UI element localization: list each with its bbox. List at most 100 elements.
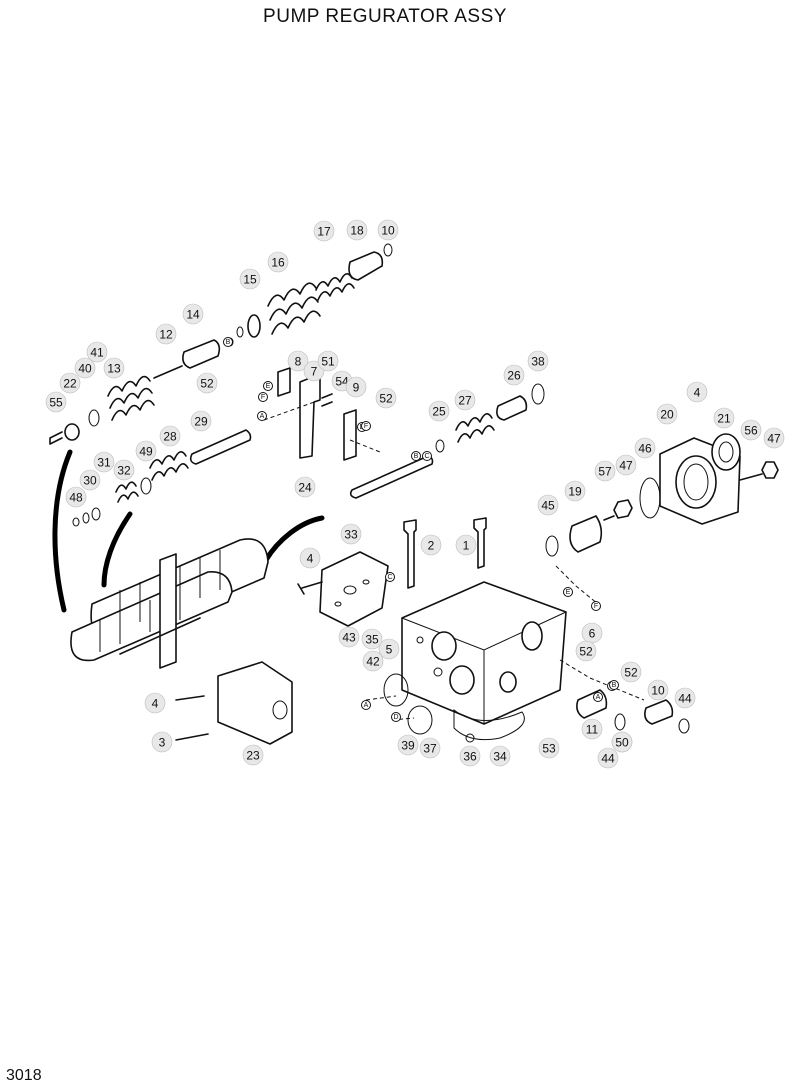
part-callout-label: 27 <box>458 394 472 408</box>
part-callout-label: 44 <box>601 752 615 766</box>
part-callout-label: 4 <box>307 552 314 566</box>
oring-part-10-top <box>383 243 393 257</box>
part-callout-5: 5 <box>378 638 400 660</box>
leader-line <box>559 659 645 701</box>
part-callout-label: 10 <box>651 684 665 698</box>
part-callout-36: 36 <box>459 745 481 767</box>
part-callout-22: 22 <box>59 372 81 394</box>
part-callout-31: 31 <box>93 451 115 473</box>
part-callout-57: 57 <box>594 460 616 482</box>
part-callout-44: 44 <box>597 747 619 769</box>
part-callout-6: 6 <box>581 622 603 644</box>
part-callout-15: 15 <box>239 268 261 290</box>
part-callout-53: 53 <box>538 737 560 759</box>
part-callout-label: 41 <box>90 346 104 360</box>
part-callout-32: 32 <box>113 459 135 481</box>
leader-line <box>263 399 381 453</box>
part-callout-4: 4 <box>144 692 166 714</box>
part-callout-34: 34 <box>489 745 511 767</box>
part-callout-label: 13 <box>107 362 121 376</box>
part-callout-35: 35 <box>361 628 383 650</box>
part-callout-label: 48 <box>69 491 83 505</box>
reference-letter-c: C <box>385 572 395 582</box>
part-callout-label: 26 <box>507 369 521 383</box>
bolt-part-1 <box>473 517 487 569</box>
part-callout-label: 3 <box>159 736 166 750</box>
part-callout-label: 19 <box>568 485 582 499</box>
part-callout-43: 43 <box>338 626 360 648</box>
part-callout-label: 17 <box>317 225 331 239</box>
svg-text:F: F <box>364 423 368 430</box>
part-callout-label: 32 <box>117 464 131 478</box>
part-callout-label: 2 <box>428 539 435 553</box>
part-callout-label: 49 <box>139 445 153 459</box>
part-callout-label: 12 <box>159 328 173 342</box>
part-callout-2: 2 <box>420 534 442 556</box>
part-callout-label: 9 <box>353 381 360 395</box>
oring-part-42 <box>383 673 409 707</box>
part-callout-label: 42 <box>366 655 380 669</box>
part-callout-label: 29 <box>194 415 208 429</box>
part-callout-label: 33 <box>344 528 358 542</box>
part-callout-label: 52 <box>579 645 593 659</box>
part-callout-label: 46 <box>638 442 652 456</box>
reference-letter-b: B <box>411 451 421 461</box>
part-callout-14: 14 <box>182 303 204 325</box>
part-callout-37: 37 <box>419 737 441 759</box>
part-callout-label: 34 <box>493 750 507 764</box>
part-callout-10: 10 <box>647 679 669 701</box>
bolt-part-4-plate <box>297 581 323 595</box>
svg-text:F: F <box>594 603 598 610</box>
cap-part-18 <box>348 251 384 281</box>
part-callout-20: 20 <box>656 403 678 425</box>
page-number: 3018 <box>6 1067 42 1084</box>
part-callout-label: 4 <box>152 697 159 711</box>
part-callout-label: 24 <box>298 481 312 495</box>
part-callout-label: 45 <box>541 499 555 513</box>
reference-letter-e: E <box>563 587 573 597</box>
coil-spring-icon <box>267 282 321 335</box>
part-callout-label: 5 <box>386 643 393 657</box>
oring-part-46 <box>639 477 661 519</box>
part-callout-label: 11 <box>586 723 599 737</box>
part-callout-24: 24 <box>294 476 316 498</box>
part-callout-label: 6 <box>589 627 596 641</box>
part-callout-19: 19 <box>564 480 586 502</box>
coil-spring-icon <box>149 451 189 481</box>
svg-text:A: A <box>596 694 601 701</box>
svg-text:F: F <box>261 394 265 401</box>
part-callout-label: 40 <box>78 362 92 376</box>
svg-text:B: B <box>612 682 617 689</box>
coil-spring-icon <box>115 481 139 503</box>
part-callout-label: 52 <box>624 666 638 680</box>
nut-part-47 <box>761 461 779 479</box>
part-callout-label: 31 <box>97 456 111 470</box>
part-callout-label: 43 <box>342 631 356 645</box>
part-callout-44: 44 <box>674 687 696 709</box>
part-callout-50: 50 <box>611 731 633 753</box>
part-callout-45: 45 <box>537 494 559 516</box>
part-callout-38: 38 <box>527 350 549 372</box>
part-callout-25: 25 <box>428 400 450 422</box>
part-callout-3: 3 <box>151 731 173 753</box>
part-callout-label: 28 <box>163 430 177 444</box>
oring-part-49 <box>140 477 152 495</box>
part-callout-11: 11 <box>581 718 603 740</box>
regulator-housing-icon <box>401 581 567 741</box>
part-callout-label: 57 <box>598 465 612 479</box>
part-callout-label: 23 <box>246 749 260 763</box>
part-callout-47: 47 <box>615 454 637 476</box>
part-callout-label: 15 <box>243 273 257 287</box>
plate-part-33 <box>319 551 389 627</box>
oring-part-38 <box>531 383 545 405</box>
svg-text:E: E <box>266 383 271 390</box>
part-callout-47: 47 <box>763 427 785 449</box>
guide-arc-right <box>263 515 325 563</box>
bolt-part-2 <box>403 519 417 589</box>
part-callout-10: 10 <box>377 219 399 241</box>
part-callout-4: 4 <box>686 381 708 403</box>
part-callout-label: 38 <box>531 355 545 369</box>
part-callout-label: 53 <box>542 742 556 756</box>
